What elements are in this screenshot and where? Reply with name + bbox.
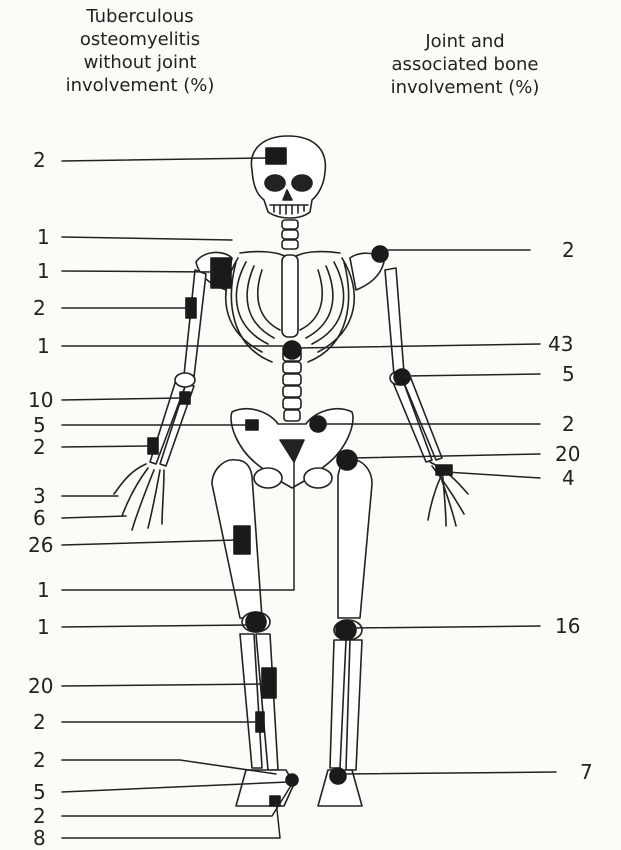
- right-label: 4: [562, 468, 575, 488]
- left-label: 1: [37, 617, 50, 637]
- left-label: 5: [33, 782, 46, 802]
- right-label: 2: [562, 414, 575, 434]
- left-label: 2: [33, 437, 46, 457]
- right-label: 43: [548, 334, 573, 354]
- right-label: 16: [555, 616, 580, 636]
- left-label: 1: [37, 227, 50, 247]
- leader-lines: [62, 158, 556, 838]
- left-label: 10: [28, 390, 53, 410]
- left-label: 2: [33, 806, 46, 826]
- left-label: 2: [33, 712, 46, 732]
- left-label: 1: [37, 336, 50, 356]
- left-label: 5: [33, 415, 46, 435]
- left-label: 1: [37, 580, 50, 600]
- left-label: 6: [33, 508, 46, 528]
- skull: [251, 136, 325, 218]
- legs: [212, 460, 372, 770]
- left-label: 2: [33, 750, 46, 770]
- left-label: 8: [33, 828, 46, 848]
- right-label: 20: [555, 444, 580, 464]
- left-label: 26: [28, 535, 53, 555]
- right-label: 2: [562, 240, 575, 260]
- right-label: 5: [562, 364, 575, 384]
- left-label: 1: [37, 261, 50, 281]
- left-label: 20: [28, 676, 53, 696]
- right-label: 7: [580, 762, 593, 782]
- left-label: 2: [33, 150, 46, 170]
- left-label: 3: [33, 486, 46, 506]
- left-label: 2: [33, 298, 46, 318]
